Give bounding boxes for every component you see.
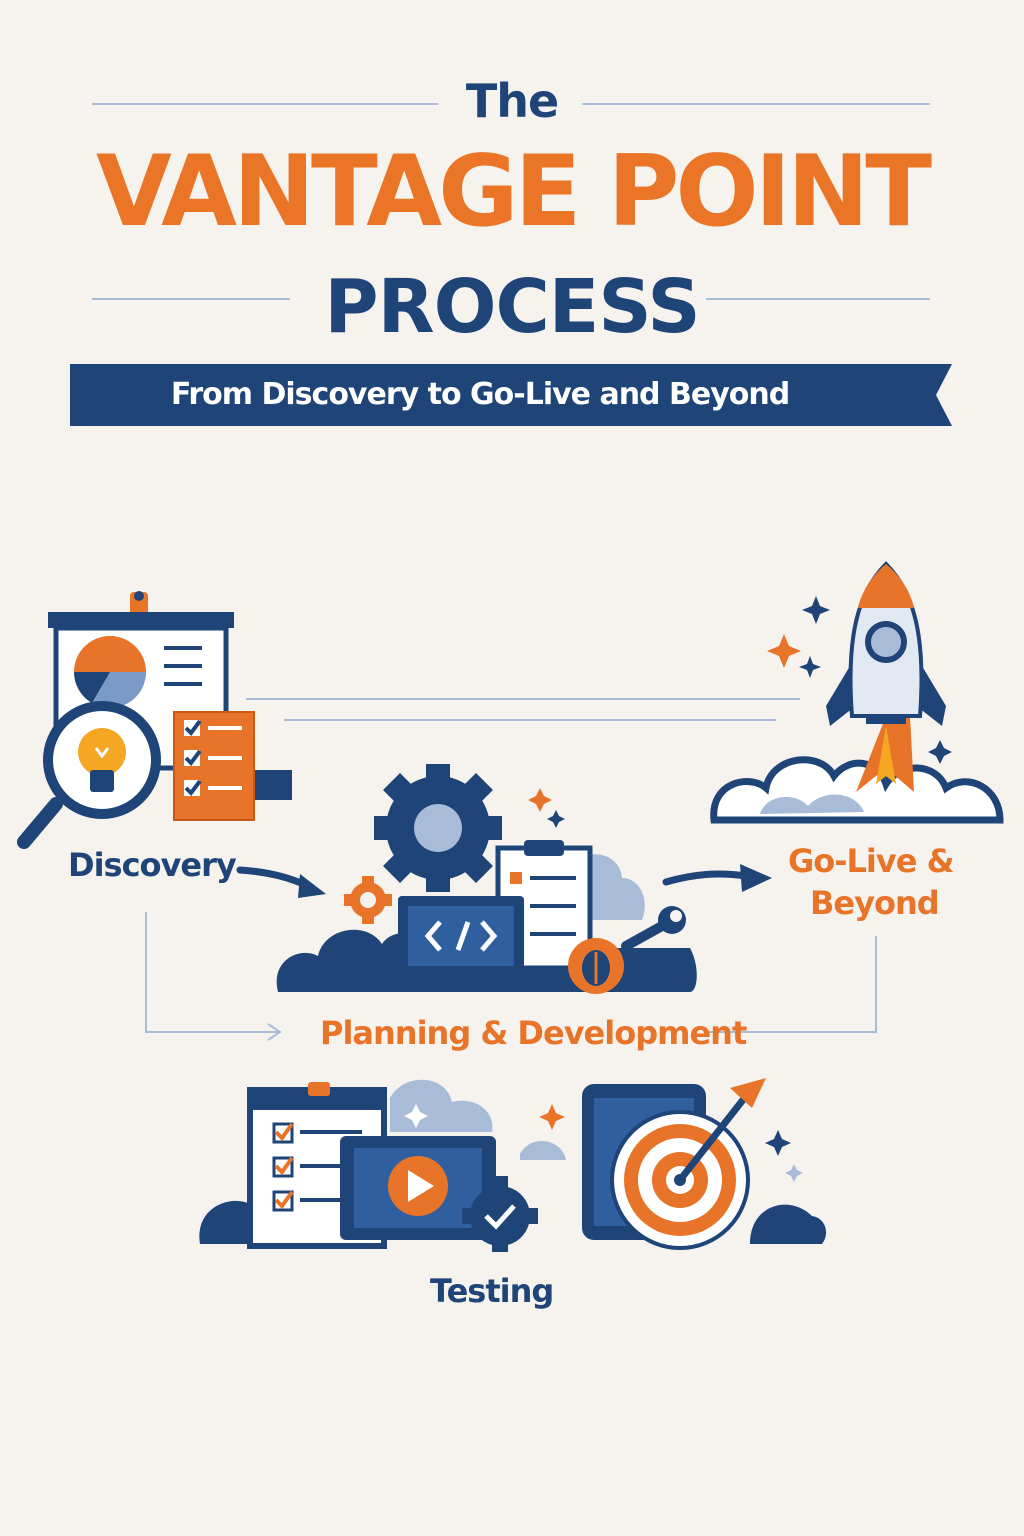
subtitle-banner: [70, 364, 952, 426]
video-play-icon: [340, 1136, 496, 1240]
title-process: PROCESS: [324, 264, 700, 350]
discovery-illustration: [17, 591, 292, 849]
go-live-illustration: [710, 561, 1004, 824]
header-rule-mid-left: [92, 298, 290, 300]
stage-label-discovery: Discovery: [68, 846, 237, 884]
header-rule-top-left: [92, 103, 438, 105]
checklist-window-icon: [247, 1082, 387, 1249]
bug-icon: [568, 938, 624, 994]
magnifier-lightbulb-icon: [17, 701, 161, 849]
title-prefix: The: [465, 74, 559, 128]
rocket-icon: [826, 561, 946, 792]
pie-chart-icon: [74, 636, 146, 708]
subtitle-text: From Discovery to Go-Live and Beyond: [170, 377, 790, 412]
checklist-icon: [173, 711, 292, 821]
wrench-icon: [621, 906, 686, 951]
sparkle-icon: [767, 596, 952, 764]
tablet-target-icon: [582, 1078, 766, 1250]
gear-check-icon: [462, 1176, 538, 1252]
testing-illustration: [199, 1078, 827, 1252]
header-rule-mid-right: [706, 298, 930, 300]
stage-label-go-live-line1: Go-Live &: [788, 842, 954, 880]
stage-label-testing: Testing: [430, 1272, 554, 1310]
header-rule-top-right: [582, 103, 930, 105]
planning-illustration: [276, 764, 697, 994]
stage-label-go-live-line2: Beyond: [810, 884, 940, 922]
small-gear-icon: [344, 876, 392, 924]
title-main: VANTAGE POINT: [95, 135, 932, 249]
stage-label-planning: Planning & Development: [320, 1014, 747, 1052]
laptop-code-icon: [382, 896, 542, 988]
gear-icon: [374, 764, 502, 892]
